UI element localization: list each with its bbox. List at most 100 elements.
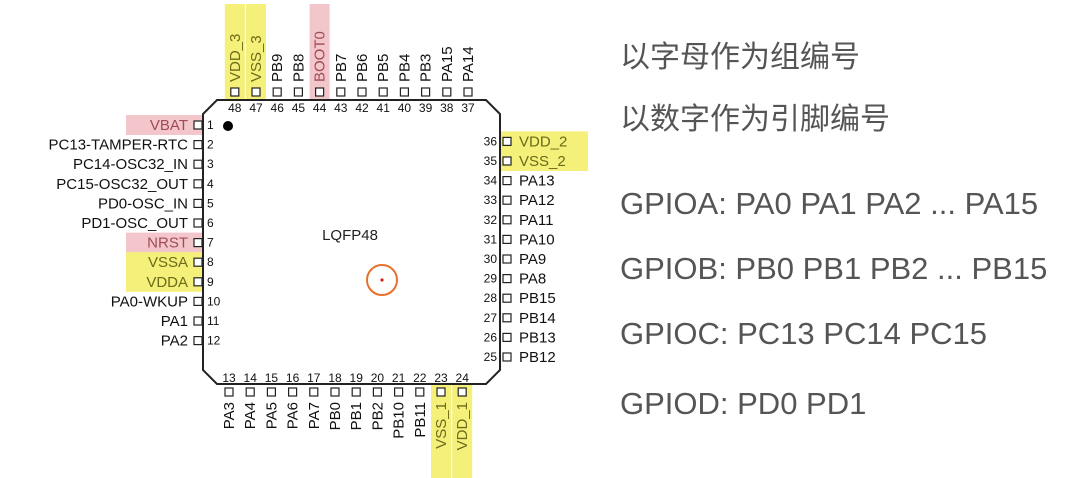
pin-label-vdda: VDDA bbox=[146, 274, 188, 291]
pin-pad-28 bbox=[502, 293, 512, 303]
pin-pad-12 bbox=[193, 336, 203, 346]
pin-label-vss-3: VSS_3 bbox=[248, 35, 265, 82]
pin-pad-13 bbox=[224, 387, 234, 397]
pin-number-21: 21 bbox=[392, 371, 406, 385]
pin1-indicator-dot bbox=[223, 121, 233, 131]
pin-pad-26 bbox=[502, 332, 512, 342]
pin-number-48: 48 bbox=[228, 101, 242, 115]
pin-label-pa5: PA5 bbox=[263, 402, 280, 429]
pins-layer: 1VBAT2PC13-TAMPER-RTC3PC14-OSC32_IN4PC15… bbox=[49, 31, 568, 450]
pin-label-vdd-3: VDD_3 bbox=[227, 34, 244, 82]
pin-pad-24 bbox=[457, 387, 467, 397]
pin-pad-32 bbox=[502, 215, 512, 225]
pin-pad-9 bbox=[193, 277, 203, 287]
package-label: LQFP48 bbox=[322, 227, 378, 244]
pin-number-25: 25 bbox=[484, 350, 498, 364]
pin-label-boot0: BOOT0 bbox=[312, 31, 329, 82]
pin-label-pc15-osc32-out: PC15-OSC32_OUT bbox=[56, 176, 188, 193]
pin-pad-14 bbox=[245, 387, 255, 397]
gpioa-note: GPIOA: PA0 PA1 PA2 ... PA15 bbox=[620, 186, 1039, 221]
pin-number-18: 18 bbox=[328, 371, 342, 385]
pin-number-35: 35 bbox=[484, 154, 498, 168]
highlight-vdda bbox=[126, 271, 216, 292]
pin-pad-38 bbox=[442, 87, 452, 97]
pin-label-pa1: PA1 bbox=[161, 313, 188, 330]
pin-number-31: 31 bbox=[484, 232, 498, 246]
pin-pad-17 bbox=[309, 387, 319, 397]
pin-pad-22 bbox=[415, 387, 425, 397]
pin-pad-15 bbox=[266, 387, 276, 397]
pin-number-1: 1 bbox=[207, 118, 214, 132]
pin-number-4: 4 bbox=[207, 177, 214, 191]
pin-number-12: 12 bbox=[207, 334, 221, 348]
highlight-vdd-2 bbox=[474, 131, 588, 152]
pin-label-pb4: PB4 bbox=[396, 54, 413, 82]
pin-pad-10 bbox=[193, 296, 203, 306]
pin-number-40: 40 bbox=[398, 101, 412, 115]
pin-pad-42 bbox=[357, 87, 367, 97]
pin-label-pa4: PA4 bbox=[242, 402, 259, 429]
pin-pad-23 bbox=[436, 387, 446, 397]
pin-pad-36 bbox=[502, 136, 512, 146]
pin-number-32: 32 bbox=[484, 213, 498, 227]
pin-number-16: 16 bbox=[286, 371, 300, 385]
pin-pad-11 bbox=[193, 316, 203, 326]
highlight-vdd-3 bbox=[224, 4, 245, 116]
pin-number-17: 17 bbox=[307, 371, 321, 385]
pin-pad-7 bbox=[193, 238, 203, 248]
highlight-vss-2 bbox=[474, 151, 588, 171]
pin-pad-2 bbox=[193, 140, 203, 150]
pin-pad-3 bbox=[193, 159, 203, 169]
pin-pad-16 bbox=[288, 387, 298, 397]
pin-number-2: 2 bbox=[207, 138, 214, 152]
pin-pad-8 bbox=[193, 257, 203, 267]
pin-label-pa8: PA8 bbox=[519, 271, 546, 288]
pin-label-pa12: PA12 bbox=[519, 192, 555, 209]
pin-number-13: 13 bbox=[222, 371, 236, 385]
pin-label-pb14: PB14 bbox=[519, 310, 556, 327]
pin-number-24: 24 bbox=[456, 371, 470, 385]
pin-label-pb1: PB1 bbox=[348, 402, 365, 430]
pin-number-5: 5 bbox=[207, 196, 214, 210]
highlight-vbat bbox=[126, 115, 216, 135]
pin-label-pb7: PB7 bbox=[333, 54, 350, 82]
pin-label-vssa: VSSA bbox=[148, 254, 188, 271]
pin-number-34: 34 bbox=[484, 174, 498, 188]
pin-number-27: 27 bbox=[484, 311, 498, 325]
notes-panel: 以字母作为组编号 以数字作为引脚编号 GPIOA: PA0 PA1 PA2 ..… bbox=[620, 0, 1080, 478]
pin-label-pb2: PB2 bbox=[369, 402, 386, 430]
pin-by-number-note: 以数字作为引脚编号 bbox=[620, 102, 890, 137]
pin-label-vdd-2: VDD_2 bbox=[519, 133, 567, 150]
pin-label-nrst: NRST bbox=[147, 235, 188, 252]
pin-number-33: 33 bbox=[484, 193, 498, 207]
pin-pad-37 bbox=[463, 87, 473, 97]
pin-label-pb12: PB12 bbox=[519, 349, 556, 366]
lqfp48-pinout-diagram: LQFP48 1VBAT2PC13-TAMPER-RTC3PC14-OSC32_… bbox=[49, 4, 588, 478]
pin-number-23: 23 bbox=[434, 371, 448, 385]
gpiob-note: GPIOB: PB0 PB1 PB2 ... PB15 bbox=[620, 251, 1048, 286]
group-by-letter-note: 以字母作为组编号 bbox=[620, 40, 860, 75]
pin-label-pa6: PA6 bbox=[285, 402, 302, 429]
pin-label-pd1-osc-out: PD1-OSC_OUT bbox=[81, 215, 188, 232]
gpiod-note: GPIOD: PD0 PD1 bbox=[620, 386, 867, 421]
pin-label-pb3: PB3 bbox=[418, 54, 435, 82]
pin-pad-5 bbox=[193, 198, 203, 208]
pin-pad-44 bbox=[315, 87, 325, 97]
pin-number-36: 36 bbox=[484, 134, 498, 148]
pin-label-vss-1: VSS_1 bbox=[433, 402, 450, 449]
pin-pad-33 bbox=[502, 195, 512, 205]
pin-pad-47 bbox=[251, 87, 261, 97]
pin-number-14: 14 bbox=[244, 371, 258, 385]
pin-pad-21 bbox=[394, 387, 404, 397]
pin-number-47: 47 bbox=[249, 101, 263, 115]
pin-label-pa7: PA7 bbox=[306, 402, 323, 429]
highlight-vss-3 bbox=[246, 4, 266, 116]
pin-label-pa0-wkup: PA0-WKUP bbox=[111, 293, 188, 310]
pin-number-37: 37 bbox=[461, 101, 475, 115]
pin-pad-35 bbox=[502, 156, 512, 166]
highlight-layer bbox=[126, 4, 588, 478]
pin-label-pa9: PA9 bbox=[519, 251, 546, 268]
pin-number-26: 26 bbox=[484, 330, 498, 344]
pin-pad-25 bbox=[502, 352, 512, 362]
pin-number-29: 29 bbox=[484, 272, 498, 286]
